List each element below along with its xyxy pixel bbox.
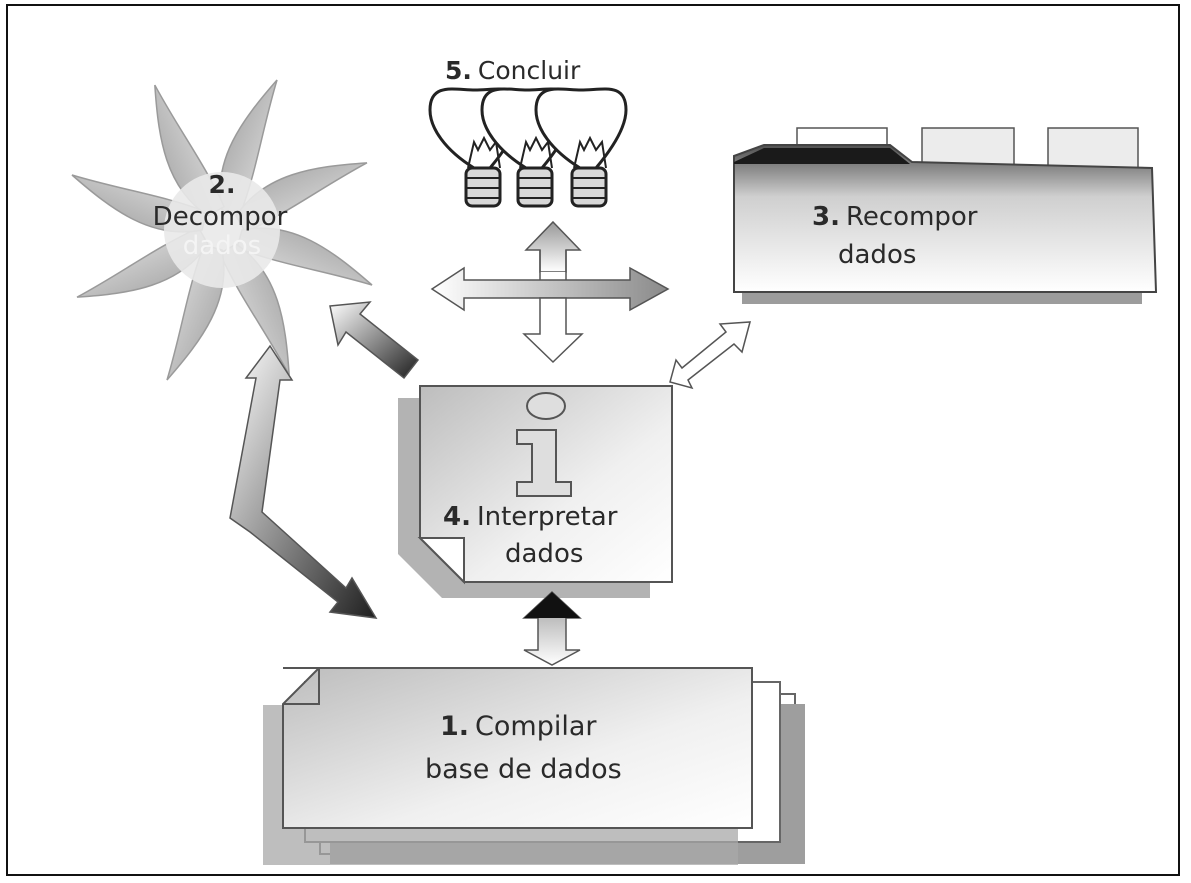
decompose-title: Decompor [153, 202, 288, 232]
lightbulb-icon [534, 87, 628, 208]
recompose-folder-icon [733, 127, 1158, 304]
compile-subtitle: base de dados [425, 754, 622, 785]
compile-stack-icon [263, 667, 805, 865]
decompose-subtitle: dados [183, 231, 261, 261]
arrow-to-recompose-icon [669, 321, 751, 390]
lightbulbs-icon [428, 87, 628, 208]
recompose-title: 3.Recompor [812, 202, 978, 232]
compile-title: 1.Compilar [440, 711, 597, 742]
arrow-to-decompose-icon [329, 301, 420, 380]
interpret-page-icon [398, 385, 673, 598]
conclude-title: 5.Concluir [445, 56, 581, 85]
interpret-subtitle: dados [505, 539, 583, 569]
bent-double-arrow-icon [229, 344, 378, 619]
info-icon [516, 392, 572, 497]
decompose-pinwheel-icon [71, 79, 373, 381]
decompose-number: 2. [209, 170, 236, 199]
arrow-compile-interpret-icon [522, 590, 582, 666]
cross-arrow-icon [430, 220, 670, 364]
recompose-subtitle: dados [838, 240, 916, 270]
interpret-title: 4.Interpretar [443, 502, 618, 532]
